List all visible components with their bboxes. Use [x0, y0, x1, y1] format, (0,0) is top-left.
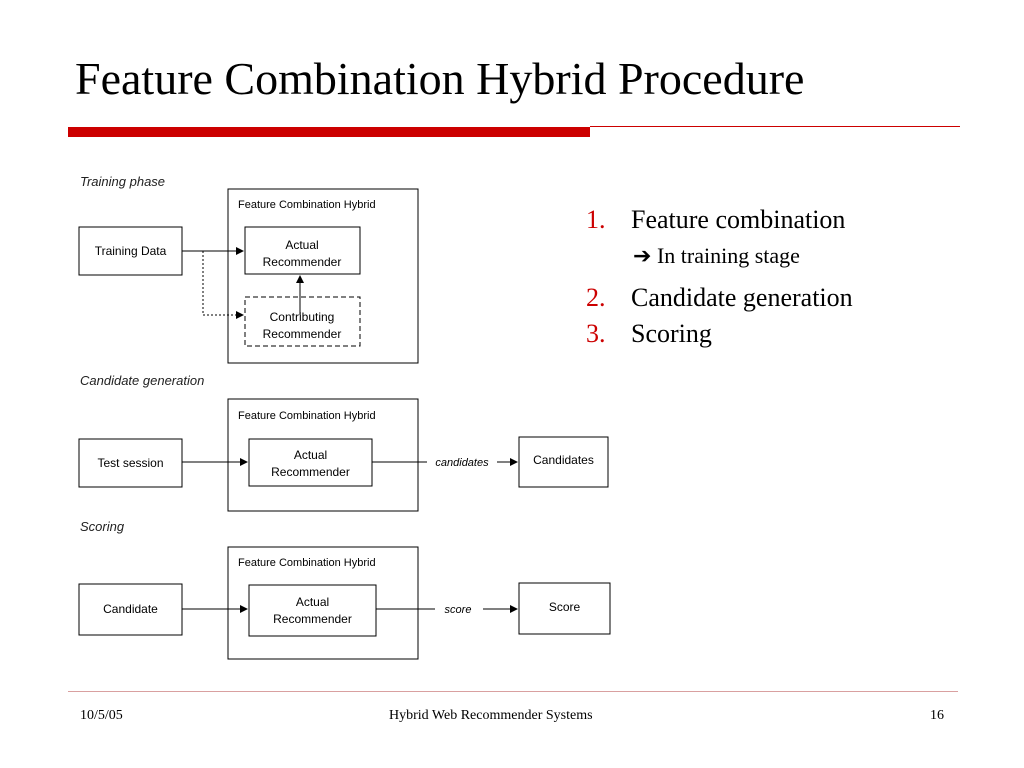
training-data-label: Training Data	[95, 244, 167, 258]
slide-title: Feature Combination Hybrid Procedure	[75, 53, 805, 104]
training-hybrid-box	[227, 188, 419, 364]
footer-divider	[68, 691, 958, 692]
list-subitem: ➔ In training stage	[633, 243, 853, 269]
test-session-label: Test session	[97, 456, 163, 470]
score-edge-label: score	[445, 604, 472, 616]
candidate-hybrid-box	[227, 398, 419, 512]
training-actual-line1: Actual	[285, 238, 318, 252]
score-output-box	[518, 582, 611, 635]
list-item: 2. Candidate generation	[586, 283, 853, 313]
candidate-phase-label: Candidate generation	[80, 373, 204, 388]
training-actual-recommender-box	[244, 226, 361, 275]
list-number: 1.	[586, 205, 606, 234]
scoring-actual-line2: Recommender	[273, 612, 352, 626]
candidates-output-label: Candidates	[533, 453, 594, 467]
contributing-line2: Recommender	[263, 327, 342, 341]
training-actual-line2: Recommender	[263, 255, 342, 269]
training-to-contributing-dotted-arrow	[202, 251, 244, 319]
list-item: 1. Feature combination ➔ In training stag…	[586, 205, 853, 269]
procedure-steps-list: 1. Feature combination ➔ In training stag…	[586, 205, 853, 349]
footer-center-title: Hybrid Web Recommender Systems	[389, 708, 593, 723]
candidates-edge-label: candidates	[435, 457, 489, 469]
list-item: 3. Scoring	[586, 319, 853, 349]
scoring-actual-recommender-box	[248, 584, 377, 637]
right-arrow-icon: ➔	[633, 243, 652, 268]
list-number: 3.	[586, 319, 606, 348]
candidate-input-label: Candidate	[103, 602, 158, 616]
list-item-text: Candidate generation	[631, 283, 853, 312]
contributing-line1: Contributing	[270, 310, 335, 324]
scoring-actual-line1: Actual	[296, 595, 329, 609]
contributing-recommender-box	[244, 296, 361, 347]
candidates-output-box	[518, 436, 609, 488]
candidate-actual-line2: Recommender	[271, 465, 350, 479]
list-item-text: Feature combination	[631, 205, 846, 234]
test-session-box	[78, 438, 183, 488]
score-output-label: Score	[549, 600, 581, 614]
procedure-diagram: Training phase Feature Combination Hybri…	[78, 174, 611, 660]
footer-date: 10/5/05	[80, 708, 123, 723]
scoring-hybrid-label: Feature Combination Hybrid	[238, 557, 376, 569]
training-phase-label: Training phase	[80, 174, 165, 189]
title-underline-thick	[68, 127, 590, 137]
scoring-hybrid-box	[227, 546, 419, 660]
list-number: 2.	[586, 283, 606, 312]
footer-page-number: 16	[930, 708, 944, 723]
scoring-phase-label: Scoring	[80, 519, 125, 534]
list-item-text: Scoring	[631, 319, 712, 348]
list-subitem-text: In training stage	[656, 243, 800, 268]
training-hybrid-label: Feature Combination Hybrid	[238, 199, 376, 211]
title-underline-thin	[590, 126, 960, 127]
candidate-actual-line1: Actual	[294, 448, 327, 462]
candidate-hybrid-label: Feature Combination Hybrid	[238, 410, 376, 422]
